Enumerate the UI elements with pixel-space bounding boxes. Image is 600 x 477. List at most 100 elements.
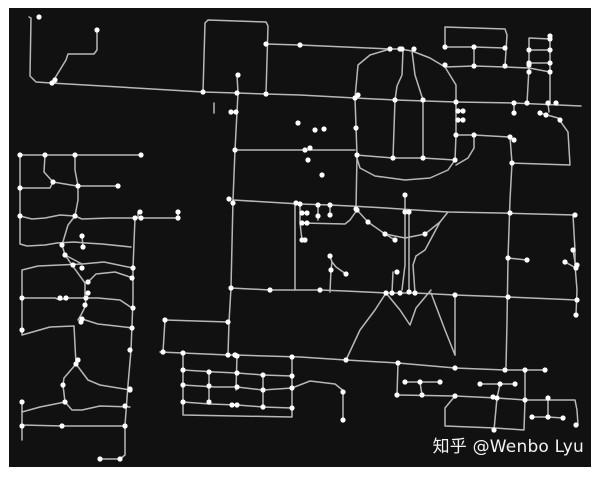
- intersection-node: [82, 302, 88, 308]
- intersection-node: [206, 369, 212, 375]
- intersection-node: [529, 414, 535, 420]
- intersection-node: [420, 97, 426, 103]
- intersection-node: [477, 381, 483, 387]
- intersection-node: [562, 259, 568, 265]
- intersection-node: [263, 41, 269, 47]
- intersection-node: [355, 92, 361, 98]
- intersection-node: [572, 212, 578, 218]
- intersection-node: [490, 394, 496, 400]
- intersection-node: [17, 213, 23, 219]
- street-edge: [21, 263, 83, 331]
- street-edge: [394, 49, 404, 101]
- intersection-node: [289, 354, 295, 360]
- intersection-node: [19, 399, 25, 405]
- intersection-node: [180, 350, 186, 356]
- street-edge: [50, 82, 582, 107]
- street-edge: [455, 134, 475, 166]
- street-edge: [230, 287, 578, 301]
- intersection-node: [526, 62, 532, 68]
- intersection-node: [442, 44, 448, 50]
- intersection-node: [547, 60, 553, 66]
- intersection-node: [543, 112, 549, 118]
- intersection-node: [138, 215, 144, 221]
- intersection-node: [524, 100, 530, 106]
- intersection-node: [59, 242, 65, 248]
- intersection-node: [180, 382, 186, 388]
- intersection-node: [502, 63, 508, 69]
- intersection-node: [340, 417, 346, 423]
- intersection-node: [138, 152, 144, 158]
- intersection-node: [115, 183, 121, 189]
- intersection-node: [394, 269, 400, 275]
- street-edge: [291, 380, 346, 393]
- intersection-node: [162, 317, 168, 323]
- intersection-node: [553, 100, 559, 106]
- intersection-node: [180, 367, 186, 373]
- intersection-node: [62, 399, 68, 405]
- intersection-node: [75, 357, 81, 363]
- intersection-node: [160, 349, 166, 355]
- intersection-nodes: [17, 14, 580, 462]
- intersection-node: [522, 367, 528, 373]
- street-edge: [392, 99, 396, 159]
- intersection-node: [305, 157, 311, 163]
- street-edge: [19, 181, 119, 189]
- intersection-node: [452, 393, 458, 399]
- street-edge: [412, 221, 441, 294]
- intersection-node: [132, 215, 138, 221]
- intersection-node: [232, 147, 238, 153]
- intersection-node: [452, 292, 458, 298]
- intersection-node: [117, 456, 123, 462]
- intersection-node: [524, 257, 530, 263]
- street-edge: [505, 136, 513, 368]
- street-edge: [524, 399, 579, 426]
- intersection-node: [80, 244, 86, 250]
- intersection-node: [453, 99, 459, 105]
- street-edge: [19, 214, 136, 220]
- intersection-node: [502, 367, 508, 373]
- street-edge: [397, 394, 526, 401]
- intersection-node: [328, 267, 334, 273]
- intersection-node: [471, 63, 477, 69]
- street-edge: [301, 209, 358, 225]
- intersection-node: [60, 382, 66, 388]
- intersection-node: [229, 402, 235, 408]
- intersection-node: [319, 172, 325, 178]
- intersection-node: [507, 134, 513, 140]
- intersection-node: [417, 379, 423, 385]
- street-edge: [21, 411, 126, 427]
- intersection-node: [297, 201, 303, 207]
- intersection-node: [547, 69, 553, 75]
- street-edge: [354, 48, 457, 181]
- intersection-node: [471, 132, 477, 138]
- intersection-node: [180, 399, 186, 405]
- intersection-node: [390, 155, 396, 161]
- intersection-node: [494, 395, 500, 401]
- intersection-node: [365, 219, 371, 225]
- intersection-node: [382, 231, 388, 237]
- street-edge: [21, 325, 131, 391]
- intersection-node: [394, 392, 400, 398]
- intersection-node: [234, 90, 240, 96]
- intersection-node: [526, 69, 532, 75]
- intersection-node: [354, 152, 360, 158]
- intersection-node: [343, 357, 349, 363]
- intersection-node: [234, 370, 240, 376]
- street-edge: [507, 257, 528, 261]
- intersection-node: [72, 152, 78, 158]
- intersection-node: [392, 97, 398, 103]
- watermark: 知乎 @Wenbo Lyu: [432, 437, 584, 457]
- intersection-node: [129, 275, 135, 281]
- intersection-node: [402, 209, 408, 215]
- intersection-node: [353, 125, 359, 131]
- intersection-node: [17, 152, 23, 158]
- intersection-node: [327, 212, 333, 218]
- intersection-node: [545, 100, 551, 106]
- intersection-node: [452, 157, 458, 163]
- intersection-node: [137, 209, 143, 215]
- intersection-node: [317, 287, 323, 293]
- intersection-node: [383, 290, 389, 296]
- intersection-node: [304, 220, 310, 226]
- intersection-node: [491, 427, 497, 433]
- intersection-node: [455, 108, 461, 114]
